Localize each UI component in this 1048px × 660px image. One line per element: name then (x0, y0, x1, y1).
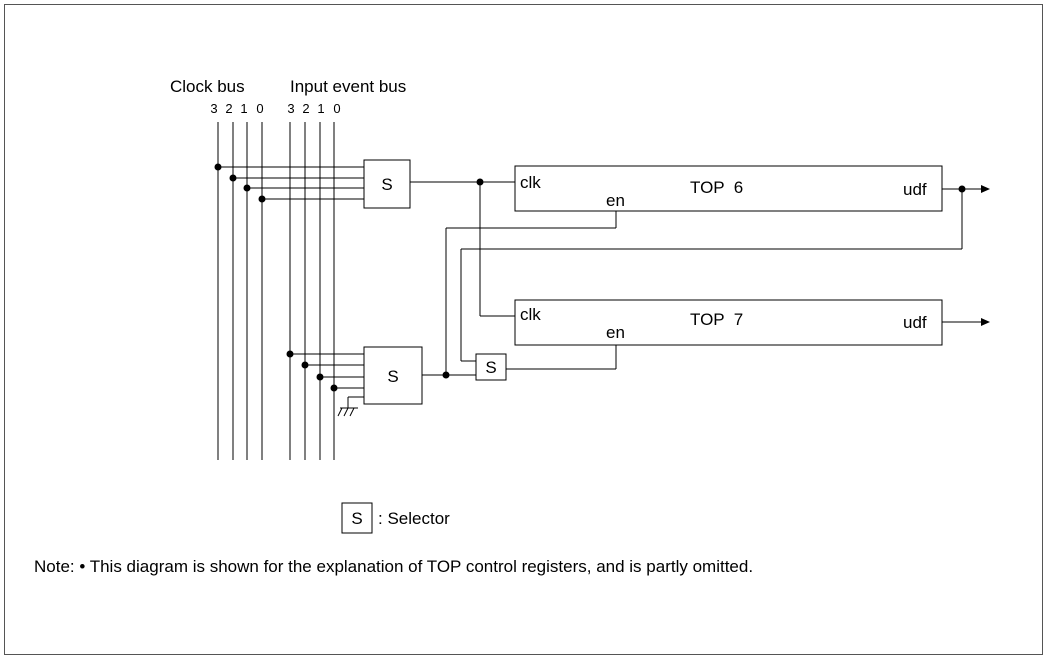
input-bit-0: 0 (333, 101, 340, 116)
legend-selector-symbol: S (351, 509, 362, 528)
clock-bus-lines (217, 122, 263, 460)
small-selector-label: S (485, 358, 496, 377)
top7-clk-label: clk (520, 305, 541, 324)
enable-source-wiring (422, 211, 617, 376)
input-bus-bit-labels: 3 2 1 0 (287, 101, 340, 116)
clock-bit-0: 0 (256, 101, 263, 116)
top6-en-label: en (606, 191, 625, 210)
upper-selector-box (363, 159, 411, 209)
top7-name: TOP 7 (690, 310, 743, 329)
legend-selector-box (341, 502, 373, 534)
lower-selector-box (363, 346, 423, 405)
small-selector-box (475, 353, 507, 381)
top6-udf-wiring (460, 188, 982, 362)
upper-selector-inputs (218, 166, 364, 200)
top6-clk-label: clk (520, 173, 541, 192)
legend-selector-label: : Selector (378, 509, 450, 528)
top6-udf-arrow-icon (981, 185, 990, 193)
top6-name: TOP 6 (690, 178, 743, 197)
lower-selector-junction-dots (286, 350, 338, 392)
top7-enable-wiring (506, 345, 617, 370)
clock-bus-bit-labels: 3 2 1 0 (210, 101, 263, 116)
top6-udf-junction-dot (958, 185, 966, 193)
top6-udf-label: udf (903, 180, 927, 199)
clock-bit-1: 1 (240, 101, 247, 116)
clock-bit-2: 2 (225, 101, 232, 116)
top7-block (514, 299, 943, 346)
enable-source-junction-dot (442, 371, 450, 379)
lower-selector-inputs (290, 353, 364, 408)
lower-selector-label: S (387, 367, 398, 386)
input-event-bus-label: Input event bus (290, 77, 406, 96)
top7-udf-label: udf (903, 313, 927, 332)
top6-block (514, 165, 943, 212)
input-event-bus-lines (289, 122, 335, 460)
upper-selector-junction-dots (214, 163, 266, 203)
input-bit-3: 3 (287, 101, 294, 116)
diagram-note: Note: • This diagram is shown for the ex… (34, 557, 753, 576)
clock-source-junction-dot (476, 178, 484, 186)
clock-bit-3: 3 (210, 101, 217, 116)
top7-udf-arrow-icon (981, 318, 990, 326)
ground-icon (337, 407, 358, 417)
input-bit-2: 2 (302, 101, 309, 116)
top7-en-label: en (606, 323, 625, 342)
input-bit-1: 1 (317, 101, 324, 116)
upper-selector-label: S (381, 175, 392, 194)
clock-bus-label: Clock bus (170, 77, 245, 96)
